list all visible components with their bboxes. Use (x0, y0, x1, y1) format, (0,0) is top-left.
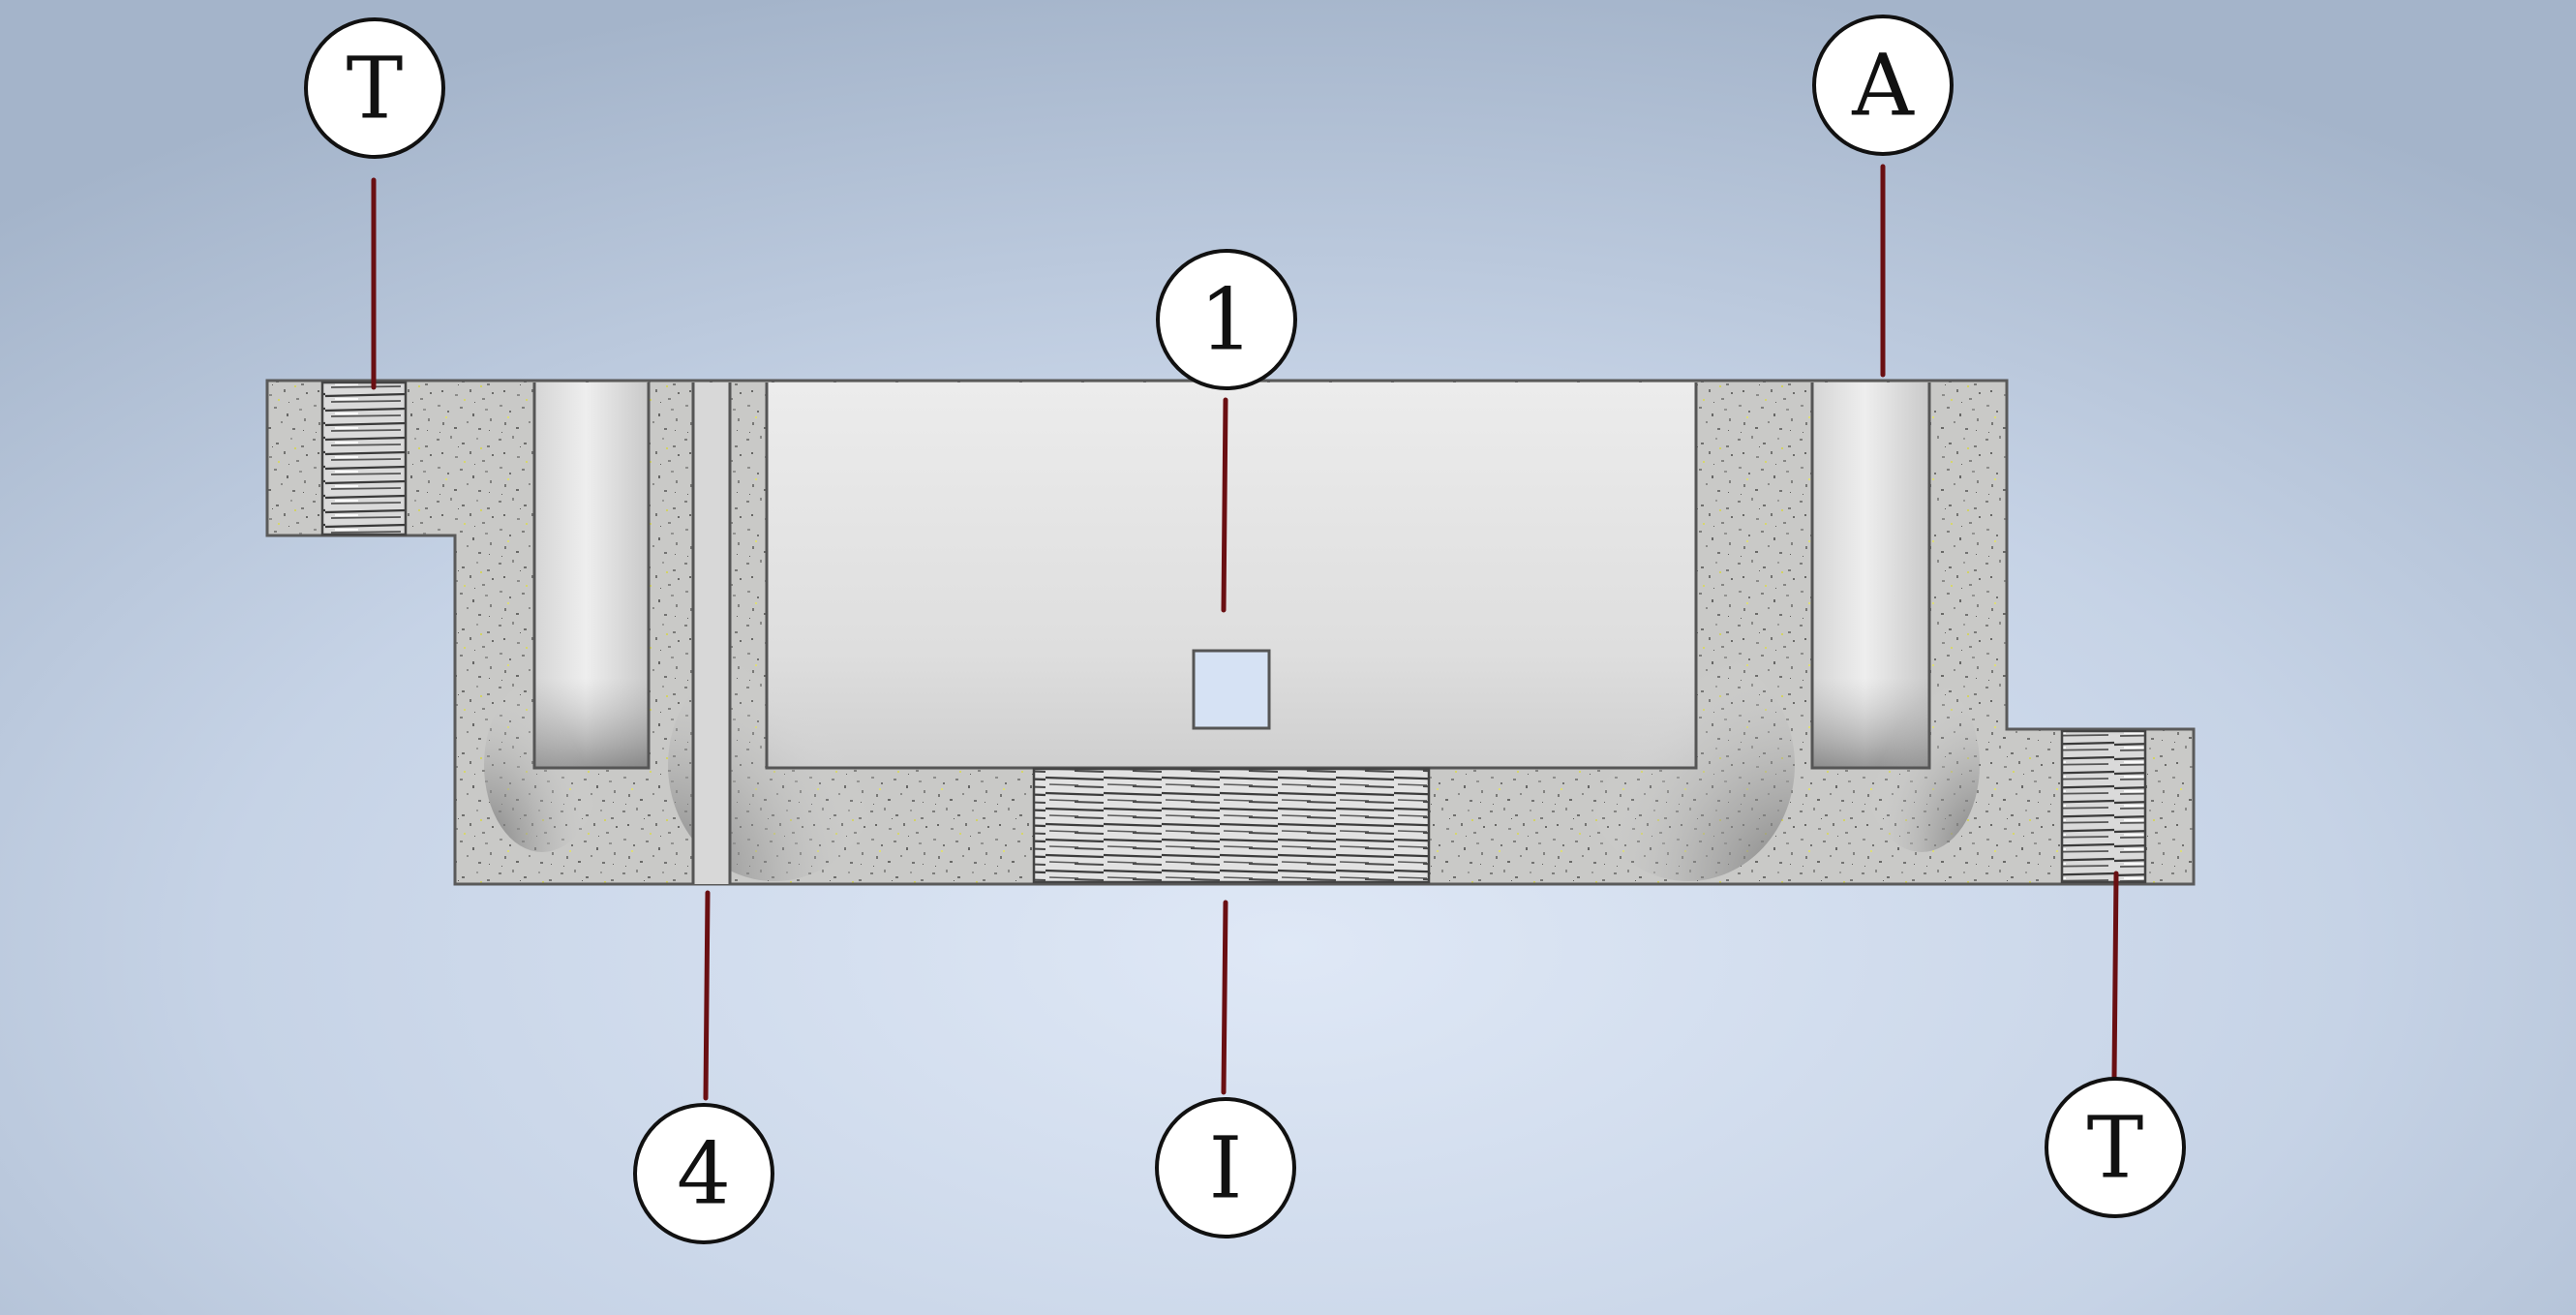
callout-bottom-left: 4 (633, 1103, 774, 1244)
callout-top-left: T (304, 17, 445, 159)
through-slot (691, 382, 732, 884)
cavity-right (1810, 382, 1980, 852)
callout-bottom-right: T (2045, 1077, 2186, 1218)
callout-bottom-center: I (1155, 1097, 1296, 1239)
callout-label-bottom-center: I (1209, 1118, 1243, 1218)
threaded-bore-bottom (1032, 767, 1431, 884)
callout-label-top-left: T (347, 39, 404, 138)
callout-label-top-right: A (1851, 36, 1915, 136)
leader-line-bottom-right (2111, 871, 2119, 1080)
leader-line-bottom-center (1221, 900, 1228, 1095)
callout-label-bottom-left: 4 (677, 1124, 731, 1224)
callout-label-center: 1 (1199, 270, 1254, 370)
callout-center: 1 (1156, 249, 1297, 390)
threaded-hole-top-left (320, 381, 408, 536)
callout-label-bottom-right: T (2087, 1098, 2144, 1198)
leader-line-center (1221, 397, 1228, 613)
leader-line-bottom-left (703, 890, 711, 1101)
callout-top-right: A (1812, 15, 1954, 156)
cavity-left (484, 382, 651, 852)
marker-square (1192, 649, 1271, 730)
threaded-hole-bottom-right (2060, 729, 2147, 884)
